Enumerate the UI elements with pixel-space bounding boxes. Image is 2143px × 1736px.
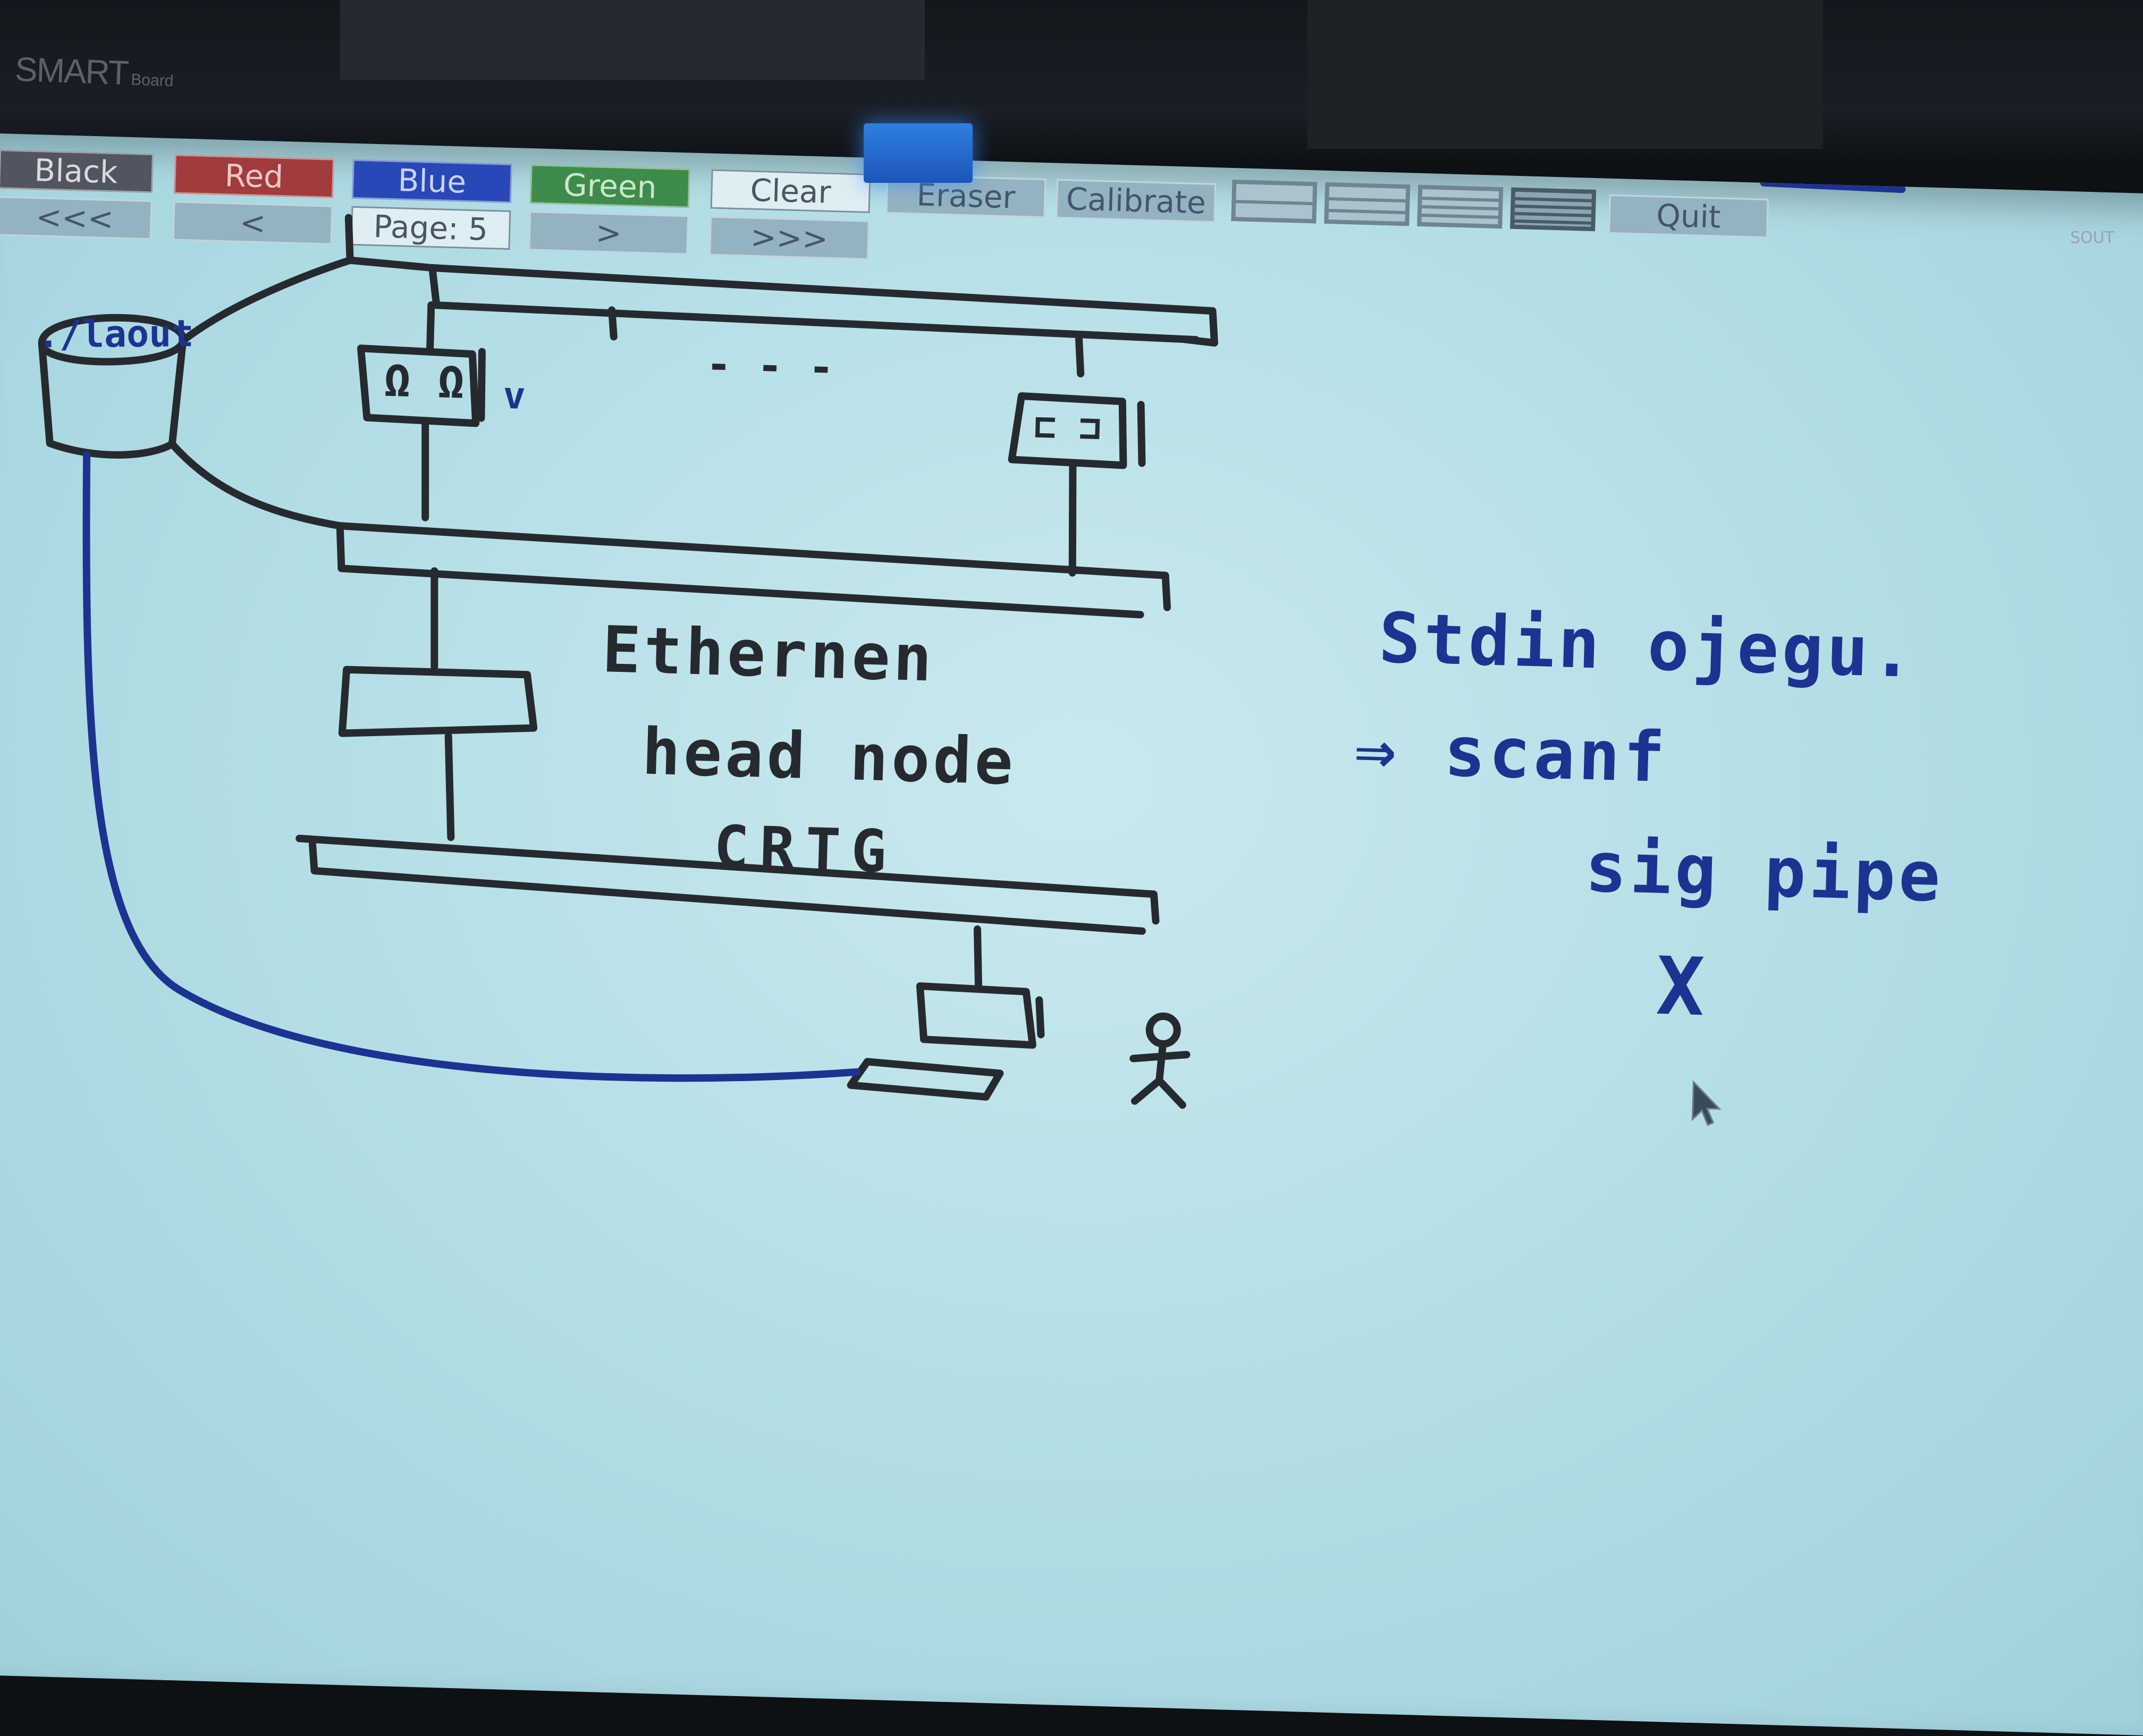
node-a-box xyxy=(357,344,480,427)
node-b-down xyxy=(1068,460,1077,577)
stick-figure-head xyxy=(1145,1012,1181,1048)
blue-underline xyxy=(1760,179,1906,193)
whiteboard-screen[interactable]: Black Red Blue Green Clear Eraser Calibr… xyxy=(0,133,2143,1736)
check-mark-label: v xyxy=(502,373,526,418)
terminal-box xyxy=(916,982,1036,1049)
logo-sub-text: Board xyxy=(130,71,174,90)
node-a-label: Ω Ω xyxy=(383,354,466,409)
note-x: X xyxy=(1655,940,1706,1034)
top-bus xyxy=(344,214,1218,347)
ethernet-bus-lower xyxy=(336,522,1144,619)
bezel-panel xyxy=(340,0,925,80)
node-a-stem xyxy=(426,301,435,351)
node-a-side xyxy=(477,348,486,422)
logo-text: SMART xyxy=(14,49,129,92)
disk-body xyxy=(38,336,187,459)
drawing-canvas[interactable] xyxy=(0,133,2143,1736)
laout-label: ./laout xyxy=(37,311,194,357)
top-bus-tick xyxy=(608,306,618,341)
node-b-label: ⊏ ⊐ xyxy=(1033,404,1102,450)
power-led xyxy=(864,123,973,183)
crtg-bus xyxy=(296,835,1160,925)
terminal-side xyxy=(1035,996,1045,1039)
disk-to-mid xyxy=(168,440,344,530)
node-b-stem xyxy=(1075,335,1085,378)
note-sigpipe: sig pipe xyxy=(1584,826,1945,917)
ellipsis-label: - - - xyxy=(705,339,835,393)
note-scanf: ⇒ scanf xyxy=(1353,708,1669,798)
disk-to-bus xyxy=(179,256,354,344)
cursor-icon xyxy=(1691,1080,1722,1126)
ethernet-bus xyxy=(336,522,1171,611)
crtg-label: CRTG xyxy=(713,813,898,886)
node-b-box xyxy=(1008,392,1127,469)
head-node-box xyxy=(338,665,538,737)
head-node-stem xyxy=(431,567,438,671)
terminal-stem xyxy=(973,925,982,989)
head-node-down xyxy=(444,732,455,841)
note-stdin: Stdin ojegu. xyxy=(1378,597,1918,694)
stick-figure-body xyxy=(1129,1040,1191,1109)
top-bus-lower xyxy=(428,264,1200,344)
blue-cable xyxy=(82,451,860,1082)
head-node-label: head node xyxy=(641,715,1017,799)
bezel-panel xyxy=(1307,0,1823,149)
crtg-bus-lower xyxy=(308,840,1146,935)
node-a-down xyxy=(421,418,429,521)
bezel-tag: SOUT xyxy=(2070,229,2114,247)
ethernet-label: Ethernen xyxy=(601,613,936,696)
keyboard xyxy=(847,1058,1004,1101)
node-b-side xyxy=(1137,401,1146,467)
